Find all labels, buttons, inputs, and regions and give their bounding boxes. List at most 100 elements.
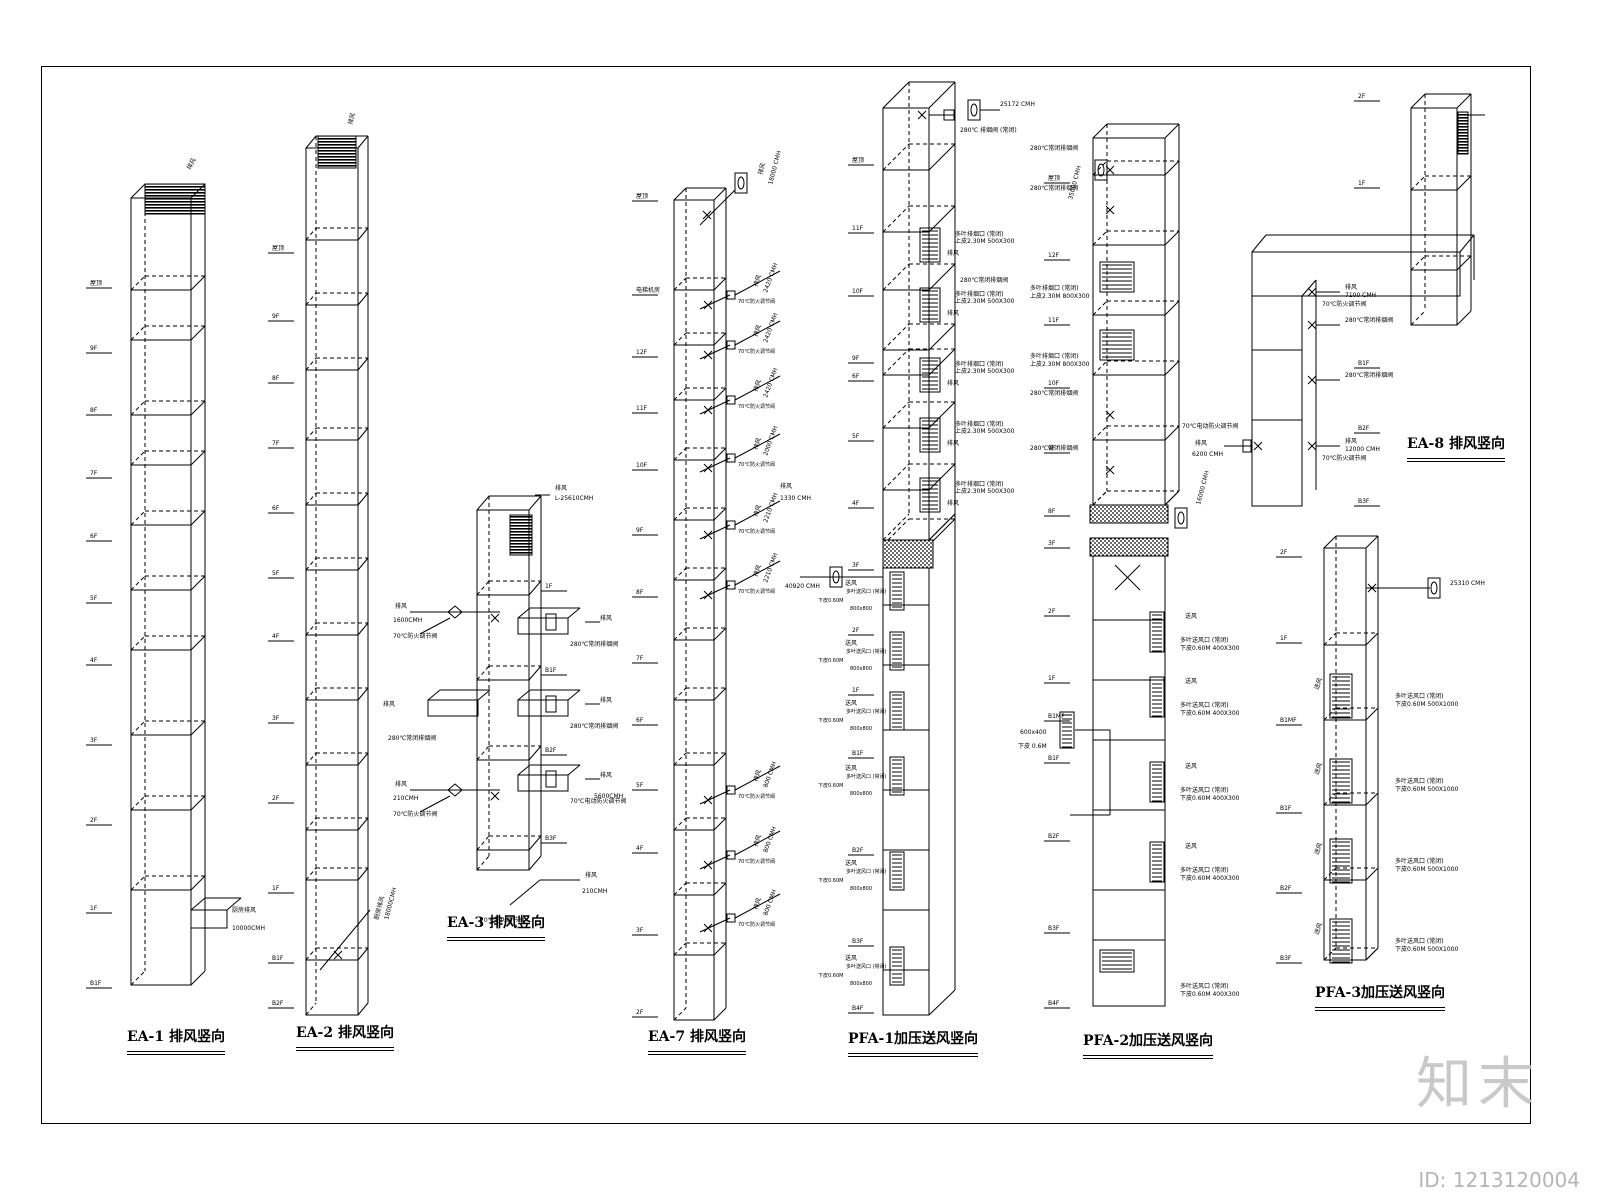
ea7-branch-duct xyxy=(734,433,781,459)
pfa3-supply-name: 送风 xyxy=(1312,762,1324,776)
ea2-floor-hidden xyxy=(305,817,317,831)
ea8-branch-flow: 7100 CMH xyxy=(1345,292,1376,299)
pfa3-supply-outlet xyxy=(1329,758,1353,804)
pfa1-outlet-name: 排风 xyxy=(947,439,959,447)
ea3-bottom-branch xyxy=(509,879,541,906)
ea7-branch-label: 排风 xyxy=(751,564,763,578)
ea7-edge xyxy=(713,187,727,201)
ea7-lower-damper xyxy=(726,913,736,923)
ea2-floor-B1F: B1F xyxy=(272,955,284,962)
pfa2-bottom-outlet xyxy=(1099,949,1135,973)
pfa2-lower xyxy=(1092,555,1166,1007)
pfa1-3f-flow: 40920 CMH xyxy=(785,583,820,590)
ea3-floor-B2F: B2F xyxy=(545,747,557,754)
ea3-top-louver xyxy=(509,514,533,556)
ea8-left-flow: 6200 CMH xyxy=(1192,451,1223,458)
ea8-branch-label: 排风 xyxy=(1345,283,1357,291)
ea7-top-flow: 18000 CMH xyxy=(767,150,783,185)
ea1-kitchen-duct xyxy=(190,897,206,911)
ea3-box2-damper xyxy=(545,695,557,713)
ea8-branch-damper xyxy=(1307,441,1317,451)
ea3-floor-hidden xyxy=(476,745,490,761)
ea8-branch-damper xyxy=(1307,287,1317,297)
ea1-kitchen-label: 厨房排风 xyxy=(232,906,256,914)
ea2-edge xyxy=(357,1002,369,1016)
ea2-floor-3F: 3F xyxy=(272,715,280,722)
pfa3-floor-B1F: B1F xyxy=(1280,805,1292,812)
ea3-branch-damper xyxy=(447,605,463,619)
pfa3-supply-name: 送风 xyxy=(1312,677,1324,691)
ea1-kitchen-flow: 10000CMH xyxy=(232,925,265,932)
pfa2-floor-B2F: B2F xyxy=(1048,833,1060,840)
pfa1-fan-label: 280℃ 排烟阀 (常闭) xyxy=(960,126,1017,134)
ea2-floor-B2F: B2F xyxy=(272,1000,284,1007)
ea3-box1 xyxy=(517,607,531,619)
pfa1-supply-label: 多叶送风口 (常闭) xyxy=(846,648,887,655)
ea7-floor-10F: 10F xyxy=(636,462,648,469)
pfa3-edge xyxy=(1323,535,1337,549)
ea7-branch xyxy=(699,399,731,415)
pfa3-supply-spec: 下皮0.60M 500X1000 xyxy=(1395,785,1458,793)
ea8-shaft-hidden-edge xyxy=(1410,310,1426,326)
pfa2-supply-label: 多叶送风口 (常闭) xyxy=(1180,636,1229,644)
ea7-branch-duct xyxy=(734,375,781,401)
ea7-floor-3F: 3F xyxy=(636,927,644,934)
pfa1-upper-floor-hidden xyxy=(882,263,910,291)
pfa2-floor-11F: 11F xyxy=(1048,317,1060,324)
ea8-branch-damper-label: 70℃防火调节阀 xyxy=(1322,300,1366,308)
pfa2-floor-B1F: B1F xyxy=(1048,755,1060,762)
pfa2-outlet-spec: 上皮2.30M 800X300 xyxy=(1030,360,1090,368)
ea7-branch-label: 排风 xyxy=(751,437,763,451)
pfa1-upper-front xyxy=(882,107,930,541)
ea7-lower-x xyxy=(703,923,713,933)
ea3-bottom-damper-label: 70℃防火调节阀 xyxy=(480,916,524,924)
pfa1-top-damper xyxy=(917,110,927,120)
ea7-lower-damper-label: 70℃防火调节阀 xyxy=(738,921,775,928)
ea2-floor-slab xyxy=(357,492,369,506)
ea3-floor-hidden xyxy=(476,580,490,596)
ea7-branch-label: 排风 xyxy=(751,324,763,338)
ea8-shaft-floor-slab xyxy=(1456,255,1472,271)
ea3-box2 xyxy=(567,689,581,701)
ea7-branch-flow: 2420 CMH xyxy=(762,262,779,294)
pfa1-supply-name: 送风 xyxy=(845,954,857,962)
pfa1-upper-floor-hidden xyxy=(882,401,910,429)
ea7-floor-hidden xyxy=(673,332,687,346)
ea7-branch xyxy=(699,294,731,310)
watermark-logo: 知末 xyxy=(1416,1052,1540,1117)
ea3-box3-damper-label: 70℃电动防火调节阀 xyxy=(570,797,626,805)
ea2-floor-hidden xyxy=(305,492,317,506)
ea8-branch-flow: 12000 CMH xyxy=(1345,446,1380,453)
ea1-floor-屋顶: 屋顶 xyxy=(90,280,102,287)
ea8-riser xyxy=(1301,279,1317,297)
ea3-floor-B1F: B1F xyxy=(545,667,557,674)
ea7-top-branch xyxy=(699,189,736,226)
ea7-floor-屋顶: 屋顶 xyxy=(636,193,648,200)
pfa3-supply-spec: 下皮0.60M 500X1000 xyxy=(1395,700,1458,708)
ea3-box1-damper-label: 280℃常闭排烟阀 xyxy=(570,640,618,648)
ea2-floor-slab xyxy=(357,557,369,571)
ea8-riser xyxy=(1251,295,1303,507)
ea3-leader xyxy=(419,795,451,813)
ea8-floor-1F: 1F xyxy=(1358,180,1366,187)
pfa1-outlet-name: 排风 xyxy=(947,379,959,387)
ea7-floor-slab xyxy=(713,387,727,401)
ea8-floor-B3F: B3F xyxy=(1358,498,1370,505)
pfa1-supply-size: 800x800 xyxy=(850,981,872,987)
ea1-floor-hidden xyxy=(130,510,146,526)
pfa1-supply-outlet xyxy=(889,571,905,611)
image-id: ID: 1213120004 xyxy=(1418,1168,1580,1192)
ea8-branch-damper xyxy=(1307,375,1317,385)
ea2-floor-5F: 5F xyxy=(272,570,280,577)
pfa2-b1mf-outlet xyxy=(1059,711,1075,749)
pfa1-supply-label: 多叶送风口 (常闭) xyxy=(846,588,887,595)
pfa1-top-valve xyxy=(943,109,955,121)
pfa3-floor-slab xyxy=(1365,867,1379,881)
ea8-branch-label: 280℃常闭排烟阀 xyxy=(1345,316,1393,324)
pfa2-supply-outlet xyxy=(1149,611,1165,653)
ea1-floor-hidden xyxy=(130,400,146,416)
pfa1-floor-5F: 5F xyxy=(852,433,860,440)
ea2-floor-slab xyxy=(357,292,369,306)
ea2-floor-slab xyxy=(357,817,369,831)
pfa1-supply-spec: 下皮0.60M xyxy=(818,717,843,724)
